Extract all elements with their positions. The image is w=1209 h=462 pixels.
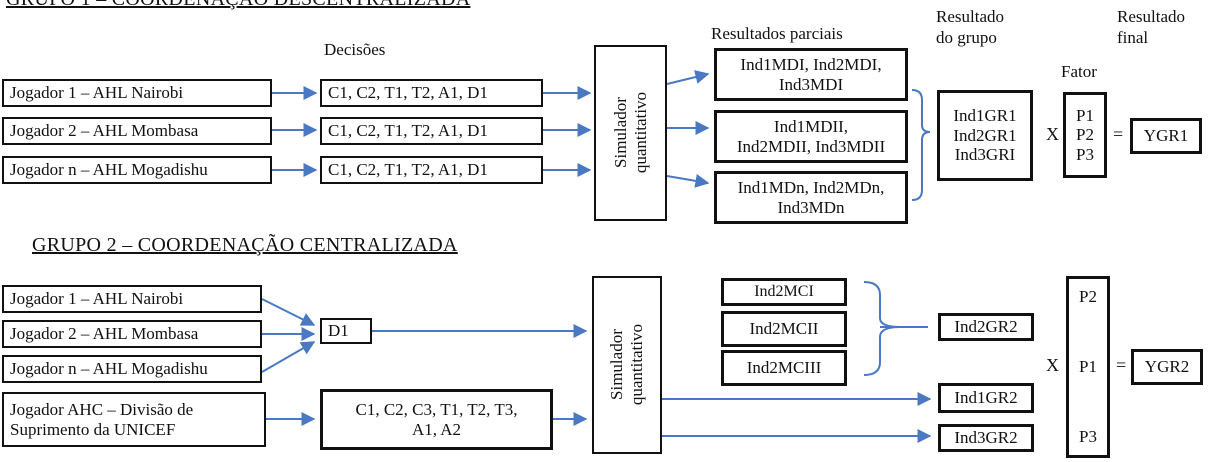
g1-final-result: YGR1 xyxy=(1130,118,1202,154)
g2-group-result-ind1: Ind1GR2 xyxy=(938,383,1034,413)
g1-decision-3: C1, C2, T1, T2, A1, D1 xyxy=(320,156,543,184)
g2-final-result: YGR2 xyxy=(1131,349,1203,385)
g1-partial-2-line2: Ind2MDII, Ind3MDII xyxy=(736,136,886,156)
g2-group-result-ind2: Ind2GR2 xyxy=(938,313,1034,341)
g1-simulator-label: Simulador quantitativo xyxy=(611,92,650,173)
resultados-parciais-header: Resultados parciais xyxy=(711,24,843,43)
arrow-g2-player1 xyxy=(261,298,316,326)
g2-decision-d1: D1 xyxy=(320,318,372,344)
g2-player-ahc-line2: Suprimento da UNICEF xyxy=(10,419,176,439)
g2-simulator-line2: quantitativo xyxy=(627,324,646,406)
arrow-g2-player3 xyxy=(261,341,316,373)
g2-player-ahc: Jogador AHC – Divisão de Suprimento da U… xyxy=(2,392,266,447)
group2-heading: GRUPO 2 – COORDENAÇÃO CENTRALIZADA xyxy=(32,234,458,256)
g2-player-1: Jogador 1 – AHL Nairobi xyxy=(2,285,262,313)
g1-factor-box: P1 P2 P3 xyxy=(1063,92,1107,178)
arrow-g1-sim1 xyxy=(666,70,710,85)
g1-partial-1-line2: Ind3MDI xyxy=(778,74,844,94)
fator-label: Fator xyxy=(1061,62,1097,81)
g2-decision-ahc-line1: C1, C2, C3, T1, T2, T3, xyxy=(355,399,518,419)
resultado-grupo-header-line2: do grupo xyxy=(936,28,997,48)
resultado-final-header: Resultado final xyxy=(1117,6,1185,49)
g1-simulator: Simulador quantitativo xyxy=(594,45,667,221)
g2-decision-ahc-line2: A1, A2 xyxy=(411,419,462,439)
resultado-grupo-header: Resultado do grupo xyxy=(936,6,1004,49)
g2-player-2: Jogador 2 – AHL Mombasa xyxy=(2,320,262,348)
g1-simulator-line1: Simulador xyxy=(610,97,630,169)
g2-factor-2: P1 xyxy=(1079,357,1097,377)
group1-heading: GRUPO 1 – COORDENAÇÃO DESCENTRALIZADA xyxy=(6,0,470,11)
g2-simulator: Simulador quantitativo xyxy=(592,276,662,454)
g1-simulator-text: Simulador quantitativo xyxy=(596,47,665,219)
brace-g2 xyxy=(863,281,901,376)
g2-factor-3: P3 xyxy=(1079,427,1097,447)
g1-factor-3: P3 xyxy=(1076,144,1094,164)
g2-partial-1: Ind2MCI xyxy=(721,278,847,306)
g1-partial-3: Ind1MDn, Ind2MDn, Ind3MDn xyxy=(714,171,908,224)
g1-partial-2-line1: Ind1MDII, xyxy=(773,116,849,136)
g2-factor-1: P2 xyxy=(1079,287,1097,306)
g1-times: X xyxy=(1046,124,1059,144)
g2-decision-ahc: C1, C2, C3, T1, T2, T3, A1, A2 xyxy=(320,389,553,450)
g1-partial-1: Ind1MDI, Ind2MDI, Ind3MDI xyxy=(714,48,908,101)
g1-group-result-1: Ind1GR1 xyxy=(953,106,1017,126)
g1-group-result-2: Ind2GR1 xyxy=(953,125,1017,145)
g2-partial-2: Ind2MCII xyxy=(721,311,847,347)
g1-partial-2: Ind1MDII, Ind2MDII, Ind3MDII xyxy=(714,110,908,163)
g1-player-2: Jogador 2 – AHL Mombasa xyxy=(2,117,272,145)
resultado-final-header-line1: Resultado xyxy=(1117,7,1185,26)
g1-player-3: Jogador n – AHL Mogadishu xyxy=(2,156,272,184)
g1-factor-2: P2 xyxy=(1076,125,1094,145)
g1-group-result: Ind1GR1 Ind2GR1 Ind3GRI xyxy=(937,90,1033,181)
g1-partial-3-line2: Ind3MDn xyxy=(777,197,845,217)
g2-player-3: Jogador n – AHL Mogadishu xyxy=(2,355,262,383)
g2-times: X xyxy=(1046,355,1059,375)
g2-equals: = xyxy=(1116,355,1127,375)
g2-partial-3: Ind2MCIII xyxy=(721,350,847,386)
decisoes-header: Decisões xyxy=(324,40,386,59)
brace-g1 xyxy=(911,89,931,201)
g2-simulator-label: Simulador quantitativo xyxy=(607,324,646,405)
g1-player-1: Jogador 1 – AHL Nairobi xyxy=(2,79,272,107)
g1-simulator-line2: quantitativo xyxy=(630,92,650,174)
resultado-grupo-header-line1: Resultado xyxy=(936,7,1004,26)
g2-simulator-text: Simulador quantitativo xyxy=(594,278,660,452)
g1-group-result-3: Ind3GRI xyxy=(954,145,1016,165)
g1-partial-3-line1: Ind1MDn, Ind2MDn, xyxy=(737,177,885,197)
g2-group-result-ind3: Ind3GR2 xyxy=(938,424,1034,452)
g2-factor-box: P2 P1 P3 xyxy=(1066,276,1110,458)
g2-player-ahc-line1: Jogador AHC – Divisão de xyxy=(10,399,194,419)
arrow-g1-sim3 xyxy=(666,173,710,188)
g1-factor-1: P1 xyxy=(1076,105,1094,125)
g2-simulator-line1: Simulador xyxy=(607,329,627,401)
resultado-final-header-line2: final xyxy=(1117,28,1149,48)
g1-partial-1-line1: Ind1MDI, Ind2MDI, xyxy=(740,54,882,74)
g1-decision-1: C1, C2, T1, T2, A1, D1 xyxy=(320,79,543,107)
g1-decision-2: C1, C2, T1, T2, A1, D1 xyxy=(320,117,543,145)
g1-equals: = xyxy=(1113,124,1124,144)
